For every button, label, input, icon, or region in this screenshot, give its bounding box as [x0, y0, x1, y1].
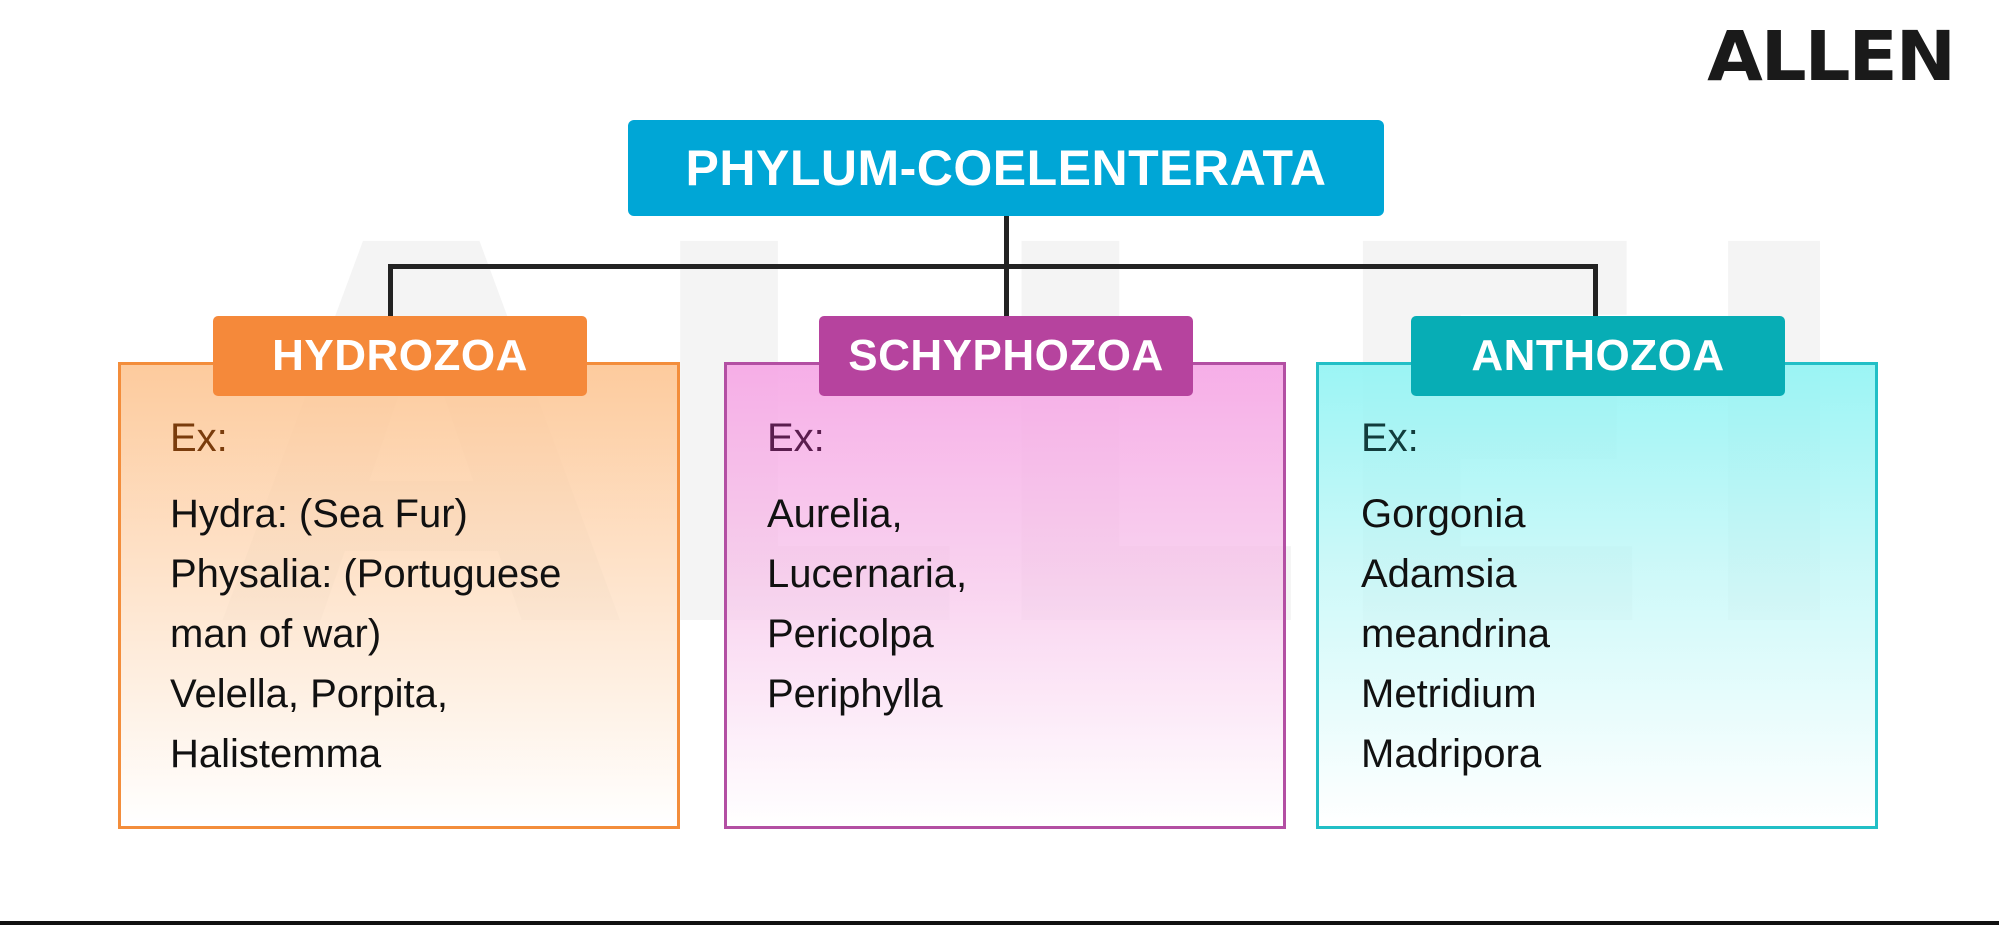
example-line: Velella, Porpita, [170, 672, 448, 716]
example-line: meandrina [1361, 612, 1551, 656]
schyphozoa-title-label: SCHYPHOZOA [848, 331, 1164, 380]
example-line: Hydra: (Sea Fur) [170, 492, 468, 536]
example-line: Madripora [1361, 732, 1542, 776]
example-line: Pericolpa [767, 612, 934, 656]
anthozoa-title: ANTHOZOA [1411, 316, 1785, 396]
schyphozoa-examples: Aurelia, Lucernaria, Pericolpa Periphyll… [767, 484, 967, 724]
hydrozoa-examples: Hydra: (Sea Fur) Physalia: (Portuguese m… [170, 484, 561, 784]
hydrozoa-title-label: HYDROZOA [272, 331, 528, 380]
example-line: Physalia: (Portuguese [170, 552, 562, 596]
example-line: Gorgonia [1361, 492, 1526, 536]
example-line: Halistemma [170, 732, 382, 776]
schyphozoa-title: SCHYPHOZOA [819, 316, 1193, 396]
allen-logo: ALLEN [1707, 16, 1956, 96]
root-node-label: PHYLUM-COELENTERATA [685, 140, 1327, 196]
example-line: Lucernaria, [767, 552, 968, 596]
example-line: Metridium [1361, 672, 1537, 716]
example-line: Periphylla [767, 672, 943, 716]
anthozoa-card [1316, 362, 1878, 829]
connector-vertical-left [388, 264, 393, 316]
anthozoa-title-label: ANTHOZOA [1471, 331, 1725, 380]
schyphozoa-ex-label: Ex: [767, 416, 825, 460]
hydrozoa-ex-label: Ex: [170, 416, 228, 460]
example-line: Aurelia, [767, 492, 903, 536]
connector-horizontal [388, 264, 1598, 269]
anthozoa-examples: Gorgonia Adamsia meandrina Metridium Mad… [1361, 484, 1550, 784]
schyphozoa-card [724, 362, 1286, 829]
anthozoa-ex-label: Ex: [1361, 416, 1419, 460]
bottom-border [0, 921, 1999, 925]
hydrozoa-card [118, 362, 680, 829]
hydrozoa-title: HYDROZOA [213, 316, 587, 396]
example-line: man of war) [170, 612, 382, 656]
connector-vertical-right [1593, 264, 1598, 316]
root-node: PHYLUM-COELENTERATA [628, 120, 1384, 216]
example-line: Adamsia [1361, 552, 1517, 596]
